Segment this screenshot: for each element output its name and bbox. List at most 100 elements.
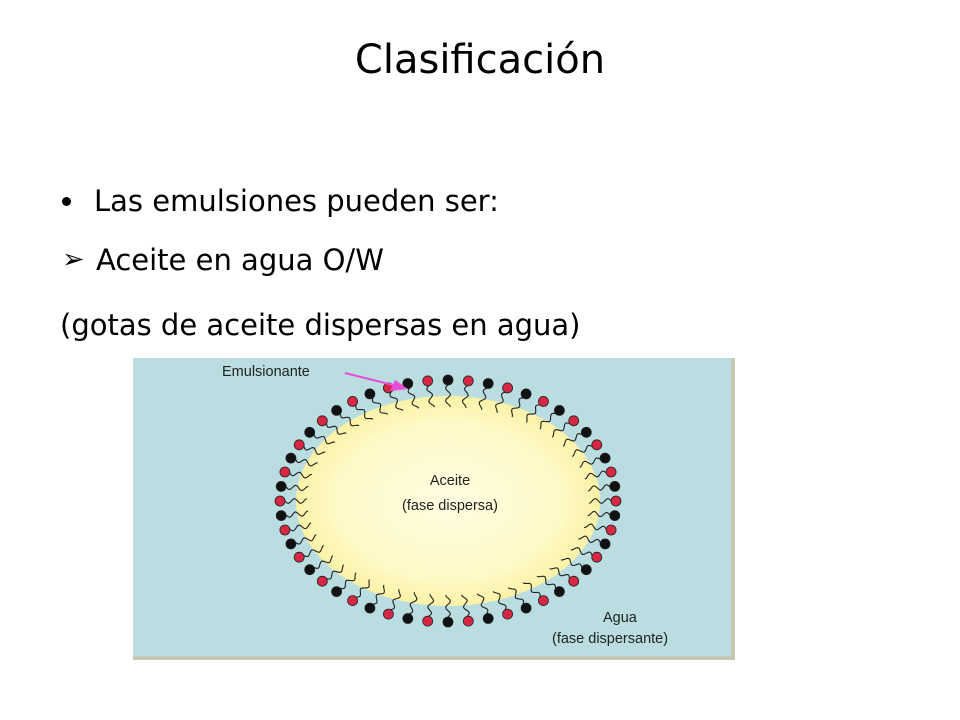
emulsifier-head bbox=[482, 613, 494, 624]
emulsion-diagram: Emulsionante Aceite (fase dispersa) Agua… bbox=[133, 358, 735, 660]
emulsifier-tail bbox=[583, 523, 607, 531]
emulsifier-tail bbox=[460, 594, 470, 617]
emulsifier-head bbox=[591, 439, 603, 451]
emulsifier-tail bbox=[409, 592, 418, 615]
emulsifier-tail bbox=[522, 582, 541, 598]
emulsifier-tail bbox=[285, 484, 309, 492]
emulsifier-tail bbox=[426, 385, 436, 408]
emulsifier-head bbox=[609, 480, 621, 492]
emulsifier-head bbox=[537, 595, 549, 607]
emulsifier-tail bbox=[284, 497, 308, 505]
emulsifier-tail bbox=[303, 446, 326, 455]
emulsifier-tail bbox=[587, 484, 611, 492]
emulsifier-head bbox=[347, 396, 359, 407]
emulsifier-head bbox=[285, 538, 297, 550]
emulsifier-head bbox=[316, 575, 328, 587]
emulsifier-tail bbox=[588, 497, 612, 505]
emulsifier-head bbox=[568, 575, 580, 587]
emulsifier-tail bbox=[289, 471, 313, 479]
emulsifier-tail bbox=[303, 545, 325, 558]
emulsifier-tail bbox=[570, 547, 593, 556]
label-oil: Aceite bbox=[430, 473, 470, 489]
emulsifier-tail bbox=[539, 412, 556, 430]
emulsifier-tail bbox=[578, 535, 601, 543]
emulsifier-head bbox=[599, 452, 611, 464]
bullet-dot-icon bbox=[62, 197, 71, 206]
emulsifier-head bbox=[293, 439, 305, 451]
emulsifier-head bbox=[402, 378, 414, 389]
emulsifier-head bbox=[331, 586, 343, 598]
emulsifier-tail bbox=[579, 457, 601, 468]
emulsifier-tail bbox=[444, 384, 452, 408]
label-emulsifier: Emulsionante bbox=[222, 364, 310, 380]
emulsifier-head bbox=[580, 426, 592, 438]
emulsifier-head bbox=[520, 388, 532, 400]
emulsifier-tail bbox=[561, 557, 583, 568]
label-water: Agua bbox=[603, 610, 638, 626]
emulsifier-head bbox=[364, 602, 376, 614]
emulsifier-head bbox=[462, 615, 474, 627]
emulsifier-tail bbox=[562, 433, 582, 447]
note-text: (gotas de aceite dispersas en agua) bbox=[60, 308, 581, 342]
emulsifier-head bbox=[275, 480, 287, 492]
emulsifier-head bbox=[502, 382, 514, 394]
emulsifier-tail bbox=[478, 387, 487, 410]
emulsifier-tail bbox=[285, 510, 309, 518]
emulsifier-tail bbox=[325, 423, 347, 435]
emulsifier-tail bbox=[571, 444, 593, 457]
emulsifier-tail bbox=[507, 587, 525, 605]
emulsifier-tail bbox=[525, 404, 540, 423]
emulsifier-tail bbox=[355, 404, 374, 420]
oil-droplet bbox=[296, 396, 600, 606]
emulsifier-tail bbox=[389, 392, 404, 412]
emulsifier-head bbox=[553, 586, 565, 598]
slide-title: Clasificación bbox=[354, 37, 606, 83]
emulsifier-head bbox=[304, 426, 316, 438]
emulsifier-head bbox=[274, 495, 286, 507]
emulsifier-head bbox=[553, 405, 565, 416]
emulsifier-head bbox=[331, 405, 343, 416]
emulsifier-head bbox=[402, 613, 414, 624]
emulsifier-tail bbox=[314, 555, 334, 569]
emulsifier-tail bbox=[372, 584, 385, 605]
emulsifier-head bbox=[316, 415, 328, 427]
emulsifier-head bbox=[422, 615, 434, 627]
emulsifier-head bbox=[304, 564, 316, 576]
emulsifier-tail bbox=[289, 522, 312, 532]
emulsifier-tail bbox=[340, 572, 357, 590]
label-water-phase: (fase dispersante) bbox=[552, 631, 668, 647]
emulsifier-head bbox=[502, 608, 514, 620]
emulsifier-head bbox=[599, 538, 611, 550]
bullet-text-1: Las emulsiones pueden ser: bbox=[94, 184, 499, 218]
emulsifier-head bbox=[520, 602, 532, 614]
emulsifier-tail bbox=[295, 459, 318, 467]
emulsifier-tail bbox=[356, 579, 371, 598]
emulsifier-head bbox=[275, 510, 287, 522]
emulsifier-tail bbox=[444, 594, 452, 618]
emulsifier-head bbox=[279, 524, 291, 536]
emulsifier-tail bbox=[407, 387, 420, 409]
emulsifier-tail bbox=[584, 470, 607, 480]
emulsifier-head bbox=[482, 378, 494, 389]
emulsifier-tail bbox=[326, 564, 345, 580]
pointer-arrow-icon bbox=[344, 372, 408, 391]
label-oil-phase: (fase dispersa) bbox=[402, 498, 498, 514]
emulsifier-head bbox=[422, 375, 434, 387]
emulsifier-head bbox=[537, 396, 549, 407]
arrow-bullet-icon: ➢ bbox=[62, 244, 85, 275]
emulsifier-tail bbox=[476, 593, 489, 615]
emulsifier-head bbox=[442, 616, 454, 628]
emulsifier-head bbox=[610, 495, 622, 507]
emulsifier-head bbox=[609, 510, 621, 522]
emulsifier-tail bbox=[461, 385, 469, 409]
emulsifier-head bbox=[591, 551, 603, 563]
emulsifier-head bbox=[442, 374, 454, 386]
emulsifier-head bbox=[580, 564, 592, 576]
emulsifier-tail bbox=[551, 422, 570, 438]
emulsifier-head bbox=[279, 466, 291, 478]
emulsifier-tail bbox=[390, 589, 401, 611]
emulsifier-tail bbox=[549, 567, 571, 579]
emulsifier-tail bbox=[427, 593, 435, 617]
emulsifier-head bbox=[568, 415, 580, 427]
emulsifier-tail bbox=[295, 534, 317, 545]
